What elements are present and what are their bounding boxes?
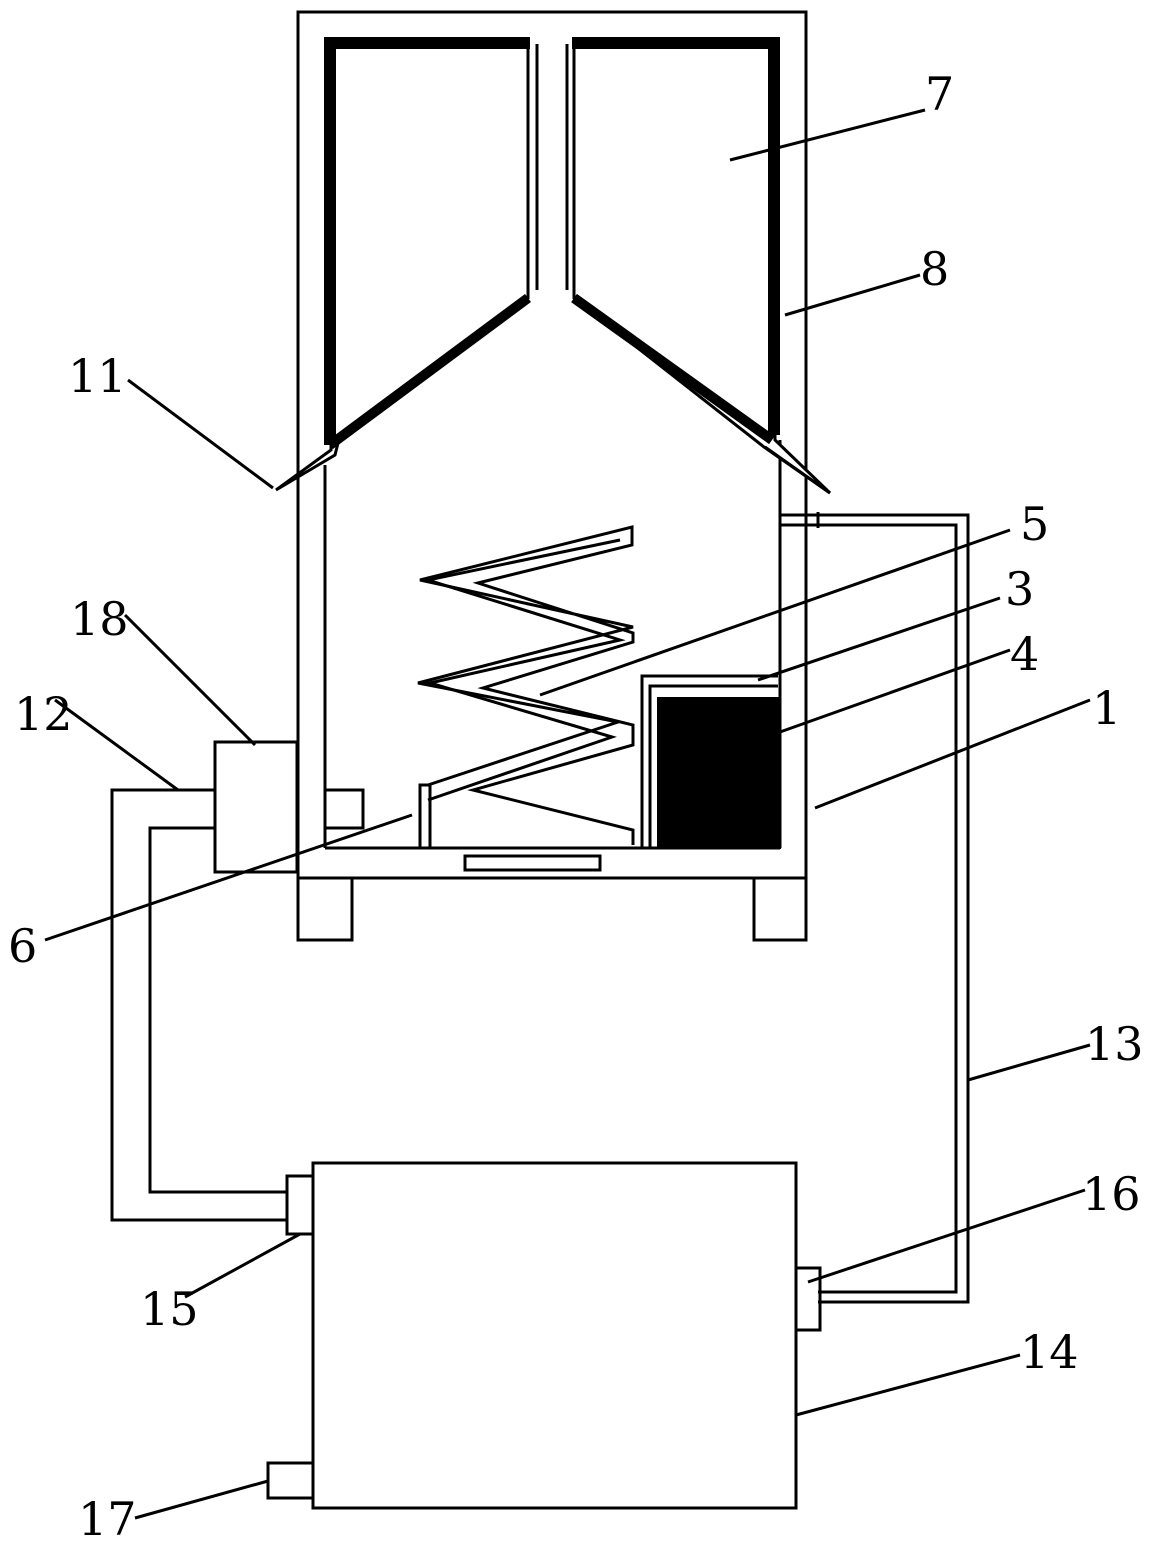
leader-lines: [44, 108, 1091, 1520]
label-15: 15: [140, 1282, 199, 1336]
support-legs: [296, 876, 808, 942]
label-5: 5: [1020, 497, 1049, 551]
label-11: 11: [68, 349, 127, 403]
hopper-right: [571, 37, 832, 495]
label-13: 13: [1085, 1017, 1144, 1071]
label-1: 1: [1092, 681, 1121, 735]
inner-bracket: [323, 788, 365, 830]
outlet-17: [266, 1461, 315, 1500]
inlet-port-15: [285, 1174, 315, 1236]
spring: [417, 525, 635, 850]
label-16: 16: [1082, 1167, 1141, 1221]
label-7: 7: [925, 67, 954, 121]
label-3: 3: [1005, 562, 1034, 616]
heat-block: [640, 674, 781, 849]
pipe-13: [780, 512, 970, 1304]
label-17: 17: [78, 1492, 137, 1546]
label-4: 4: [1010, 627, 1039, 681]
tank: [266, 1161, 822, 1510]
label-6: 6: [8, 919, 37, 973]
label-18: 18: [70, 592, 129, 646]
label-8: 8: [920, 242, 949, 296]
port-16: [794, 1266, 822, 1332]
label-14: 14: [1020, 1325, 1079, 1379]
label-12: 12: [14, 687, 73, 741]
pipe-12: [110, 788, 287, 1222]
pump: [213, 740, 299, 874]
hopper-left: [275, 37, 531, 492]
center-divider: [535, 44, 569, 290]
reference-labels: 7 8 11 5 3 4 1 18 12 6 13 16 15 14 17: [8, 67, 1144, 1546]
